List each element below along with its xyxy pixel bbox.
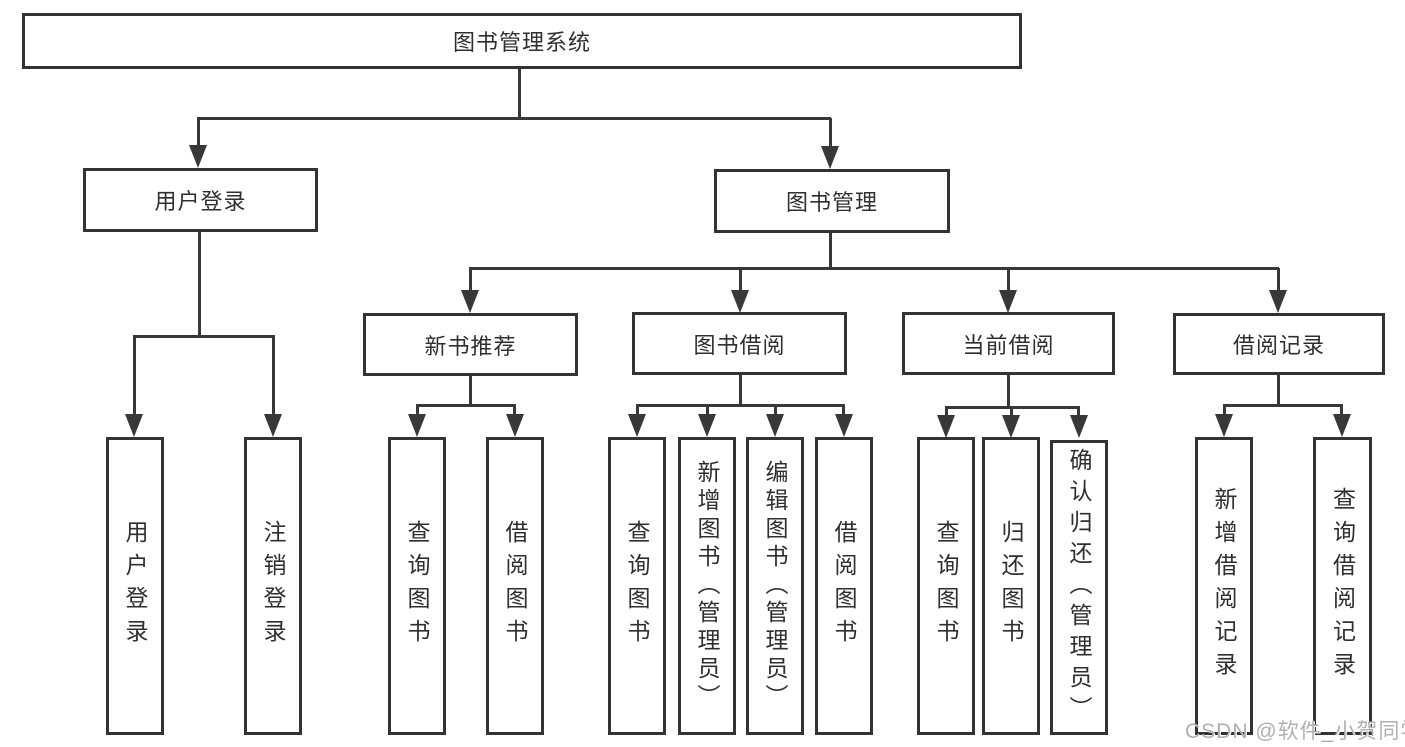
leaf-borrow-add-books-admin: 新增图书（管理员） [678,437,736,735]
leaf-current-query-books: 查询图书 [917,437,975,735]
node-book-borrowing: 图书借阅 [632,312,847,375]
connector-line [636,405,639,416]
leaf-label: 用户登录 [122,520,148,652]
leaf-records-add-record: 新增借阅记录 [1195,437,1253,735]
arrowhead-down [731,290,749,313]
connector-line [829,118,832,149]
connector-line [1007,268,1010,292]
leaf-records-query-record: 查询借阅记录 [1313,437,1372,735]
arrowhead-down [821,146,839,169]
arrowhead-down [766,414,784,437]
leaf-logout: 注销登录 [244,437,302,735]
arrowhead-down [999,290,1017,313]
node-book-management: 图书管理 [714,169,950,233]
arrowhead-down [264,414,282,437]
connector-line [198,232,201,336]
arrowhead-down [835,414,853,437]
node-label: 当前借阅 [962,332,1055,358]
arrowhead-down [1070,415,1088,438]
leaf-newbook-borrow-books: 借阅图书 [486,437,544,735]
connector-line [272,336,275,416]
leaf-borrow-borrow-books: 借阅图书 [815,437,873,735]
connector-line [1223,405,1226,416]
arrowhead-down [1215,414,1233,437]
arrowhead-down [698,414,716,437]
node-label: 借阅记录 [1232,333,1325,358]
leaf-borrow-edit-books-admin: 编辑图书（管理员） [746,437,804,735]
node-current-borrowing: 当前借阅 [902,312,1115,375]
leaf-label: 借阅图书 [502,520,528,652]
node-label: 图书管理 [785,190,878,215]
leaf-label: 查询图书 [933,520,959,652]
connector-line [513,405,516,416]
connector-line [416,404,516,407]
connector-line [842,405,845,416]
leaf-label: 编辑图书（管理员） [762,460,788,712]
arrowhead-down [506,414,524,437]
connector-line [469,268,472,292]
connector-line [197,117,831,120]
node-label: 新书推荐 [424,333,517,359]
connector-line [1077,407,1080,417]
connector-line [1223,404,1343,407]
arrowhead-down [937,415,955,438]
node-label: 用户登录 [154,189,247,214]
connector-line [469,376,472,405]
leaf-label: 查询图书 [624,520,650,652]
node-borrowing-records: 借阅记录 [1173,313,1385,375]
node-user-login: 用户登录 [83,168,318,232]
connector-line [469,267,1279,270]
arrowhead-down [628,414,646,437]
leaf-label: 新增图书（管理员） [694,460,720,712]
connector-line [774,405,777,416]
csdn-watermark: CSDN @软件_小贺同学 [1185,720,1405,743]
arrowhead-down [1002,415,1020,438]
leaf-current-confirm-return-admin: 确认归还（管理员） [1050,440,1108,735]
connector-line [133,336,136,416]
connector-line [1277,375,1280,405]
arrowhead-down [408,414,426,437]
leaf-newbook-query-books: 查询图书 [388,437,446,735]
leaf-borrow-query-books: 查询图书 [608,437,666,735]
connector-line [706,405,709,416]
leaf-label: 确认归还（管理员） [1066,448,1092,727]
connector-line [636,404,845,407]
node-label: 图书管理系统 [452,30,591,55]
connector-line [739,375,742,405]
arrowhead-down [1269,290,1287,313]
leaf-label: 查询借阅记录 [1329,487,1356,685]
connector-line [518,69,521,118]
connector-line [1277,268,1280,292]
connector-line [1010,407,1013,417]
leaf-label: 新增借阅记录 [1211,487,1237,685]
leaf-label: 注销登录 [260,520,286,652]
connector-line [829,233,832,268]
connector-line [945,407,948,417]
leaf-user-login: 用户登录 [106,437,164,735]
connector-line [1340,405,1343,416]
leaf-current-return-books: 归还图书 [982,437,1040,735]
arrowhead-down [1333,414,1351,437]
arrowhead-down [125,414,143,437]
connector-line [1007,375,1010,407]
node-root-system: 图书管理系统 [22,13,1022,69]
connector-line [197,118,200,148]
node-new-book-recommend: 新书推荐 [363,313,578,376]
connector-line [739,268,742,292]
arrowhead-down [461,290,479,313]
node-label: 图书借阅 [693,332,786,358]
connector-line [133,335,275,338]
leaf-label: 借阅图书 [831,520,857,652]
connector-line [416,405,419,416]
arrowhead-down [189,145,207,168]
leaf-label: 归还图书 [998,520,1024,652]
leaf-label: 查询图书 [404,520,430,652]
